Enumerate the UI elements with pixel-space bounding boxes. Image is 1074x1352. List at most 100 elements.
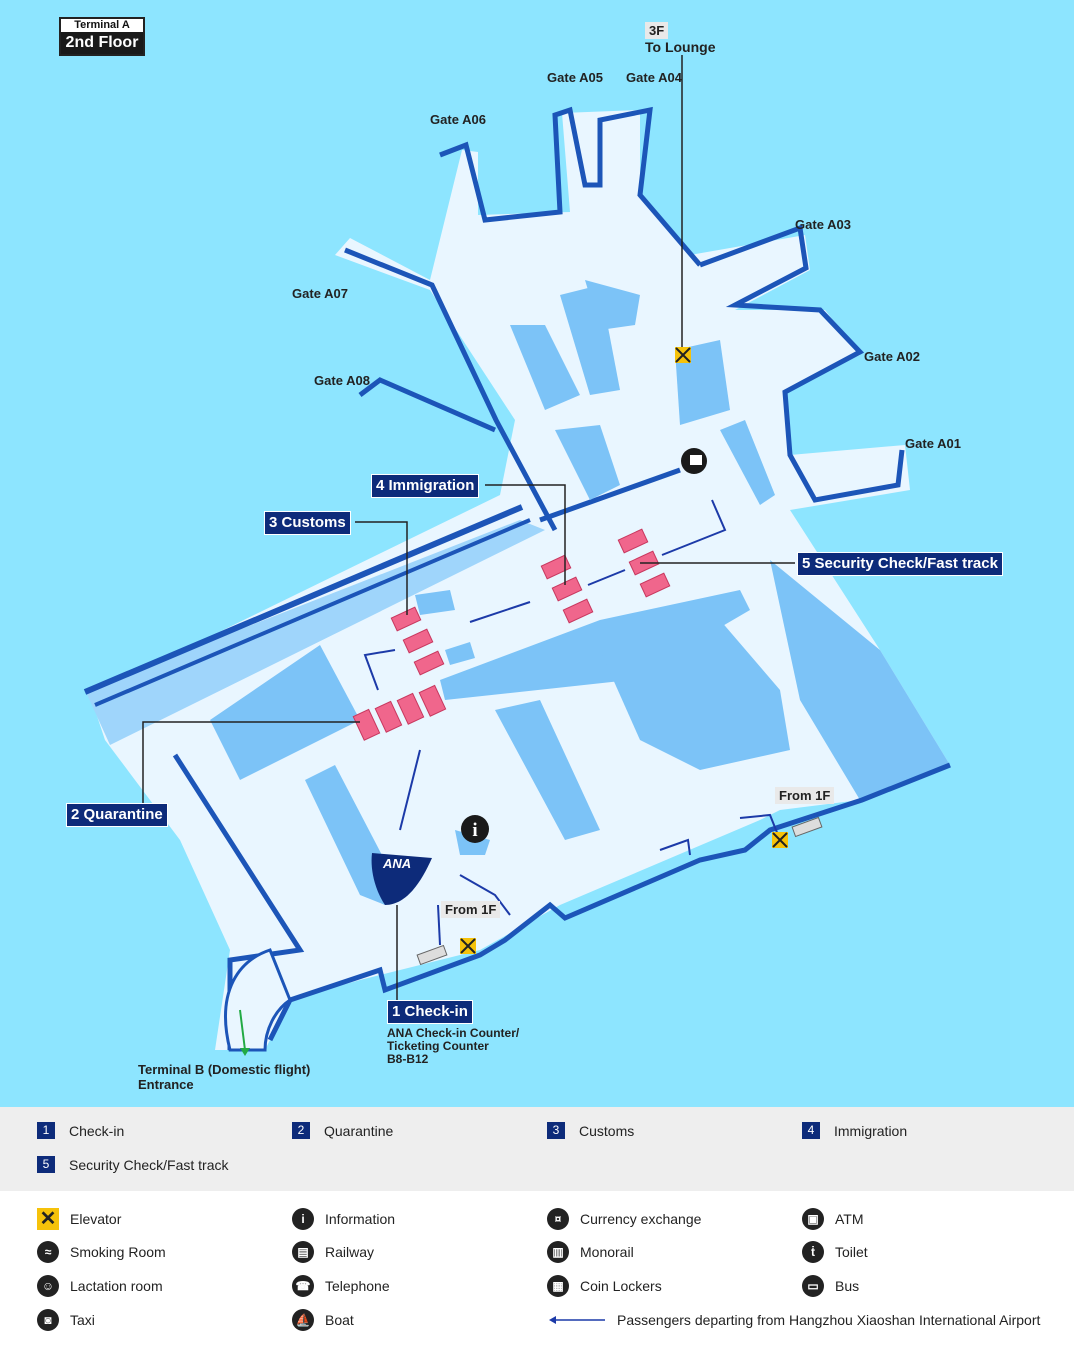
step-checkin-tag: 1 Check-in xyxy=(387,1000,473,1024)
counter-group xyxy=(352,528,671,741)
gate-a05-label: Gate A05 xyxy=(547,70,603,85)
ana-logo: ANA xyxy=(383,856,412,871)
block-13 xyxy=(445,642,475,665)
lactation-icon: ☺ xyxy=(37,1275,59,1297)
from-1f-label-left: From 1F xyxy=(441,901,501,918)
floor-area xyxy=(90,110,950,1050)
block-12 xyxy=(415,590,455,615)
currency-exchange-icon: ¤ xyxy=(547,1208,569,1230)
wall-airside-inner xyxy=(94,518,531,707)
information-map-icon xyxy=(461,815,489,843)
wall-a08-pier xyxy=(358,377,496,433)
legend-lactation: ☺Lactation room xyxy=(37,1275,163,1297)
terminal-map: i Terminal A 2nd Floor Gate A01 Gate A02… xyxy=(0,0,1074,1107)
route-9 xyxy=(739,813,781,841)
lounge-label: To Lounge xyxy=(645,39,716,55)
apron-right xyxy=(770,560,950,800)
counter-customs-3 xyxy=(413,650,445,676)
block-5 xyxy=(555,425,620,500)
down-arrow xyxy=(239,1009,246,1051)
counter-quarantine-2 xyxy=(374,700,403,733)
wall-gate-a03 xyxy=(699,224,905,503)
legend-atm: ▣ATM xyxy=(802,1208,864,1230)
route-arrows xyxy=(363,499,781,946)
block-3 xyxy=(585,280,640,330)
step-immigration-tag: 4 Immigration xyxy=(371,474,480,498)
block-9 xyxy=(440,590,750,700)
block-6 xyxy=(720,420,775,505)
legend-railway: ▤Railway xyxy=(292,1241,374,1263)
terminal-label: Terminal A xyxy=(61,19,143,32)
route-8 xyxy=(659,838,691,856)
railway-icon: ▤ xyxy=(292,1241,314,1263)
gate-a07-label: Gate A07 xyxy=(292,286,348,301)
bus-icon: ▭ xyxy=(802,1275,824,1297)
ana-counter xyxy=(371,853,432,905)
gate-a06-label: Gate A06 xyxy=(430,112,486,127)
gate-a01-label: Gate A01 xyxy=(905,436,961,451)
taxi-icon: ◙ xyxy=(37,1309,59,1331)
wall-center xyxy=(539,467,681,523)
leader-immigration xyxy=(485,484,566,585)
counter-quarantine-1 xyxy=(352,708,381,741)
from-1f-label-right: From 1F xyxy=(775,787,835,804)
legend-bus: ▭Bus xyxy=(802,1275,859,1297)
lounge-floor-label: 3F xyxy=(645,22,669,39)
wall-south xyxy=(267,762,951,1042)
gate-a02-label: Gate A02 xyxy=(864,349,920,364)
counter-quarantine-3 xyxy=(396,692,425,725)
svg-text:i: i xyxy=(472,820,477,841)
step-security-tag: 5 Security Check/Fast track xyxy=(797,552,1003,576)
counter-immigration-2 xyxy=(551,576,583,602)
escalator-map-icons xyxy=(416,816,823,966)
counter-security-3 xyxy=(639,572,671,598)
step-customs-tag: 3 Customs xyxy=(264,511,351,535)
legend-monorail: ▥Monorail xyxy=(547,1241,634,1263)
route-7 xyxy=(437,904,441,946)
toilet-icon: ṫ xyxy=(802,1241,824,1263)
legend-coin-lockers: ▦Coin Lockers xyxy=(547,1275,662,1297)
legend-elevator: ✕Elevator xyxy=(37,1208,121,1230)
telephone-icon: ☎ xyxy=(292,1275,314,1297)
block-10 xyxy=(495,700,600,840)
counter-customs-2 xyxy=(402,628,434,654)
wall-left-pier xyxy=(344,247,558,532)
legend-route: Passengers departing from Hangzhou Xiaos… xyxy=(547,1309,1040,1331)
step-quarantine-tag: 2 Quarantine xyxy=(66,803,168,827)
route-2 xyxy=(363,649,396,691)
route-4 xyxy=(587,569,626,586)
leader-lines xyxy=(142,55,795,1010)
leader-quarantine xyxy=(142,721,360,810)
gate-a04-label: Gate A04 xyxy=(626,70,682,85)
monorail-icon: ▥ xyxy=(547,1241,569,1263)
gate-a08-label: Gate A08 xyxy=(314,373,370,388)
coin-locker-icon: ▦ xyxy=(547,1275,569,1297)
information-icon: i xyxy=(292,1208,314,1230)
route-arrow-icon xyxy=(549,1316,605,1324)
terminal-b-label: Terminal B (Domestic flight) Entrance xyxy=(138,1062,311,1092)
elevator-map-icons xyxy=(460,347,788,954)
block-11 xyxy=(600,620,790,770)
route-1 xyxy=(399,749,421,831)
block-7 xyxy=(210,645,360,780)
counter-quarantine-4 xyxy=(418,684,447,717)
block-1 xyxy=(510,325,580,410)
gate-a03-label: Gate A03 xyxy=(795,217,851,232)
counter-immigration-3 xyxy=(562,598,594,624)
legend-currency: ¤Currency exchange xyxy=(547,1208,701,1230)
legend-telephone: ☎Telephone xyxy=(292,1275,390,1297)
legend-boat: ⛵Boat xyxy=(292,1309,354,1331)
floor-plan: i xyxy=(83,55,951,1056)
elevator-icon: ✕ xyxy=(37,1208,59,1230)
counter-immigration-1 xyxy=(540,554,572,580)
atm-icon: ▣ xyxy=(802,1208,824,1230)
route-6 xyxy=(459,874,511,916)
